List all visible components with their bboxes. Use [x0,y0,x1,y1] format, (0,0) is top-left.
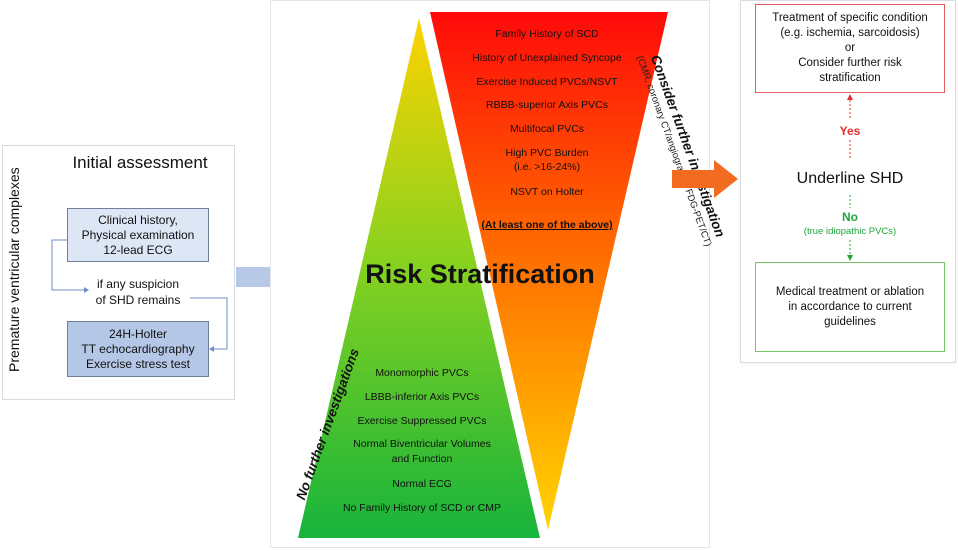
high-risk-item: High PVC Burden [505,147,589,159]
high-risk-item: History of Unexplained Syncope [472,52,622,64]
suspicion-text: if any suspicion of SHD remains [88,276,188,308]
low-risk-item: Normal ECG [392,478,452,490]
box2-line: TT echocardiography [81,341,195,356]
clinical-history-box: Clinical history, Physical examination 1… [67,208,209,262]
underline-shd-label: Underline SHD [796,170,904,187]
high-risk-item: (i.e. >16-24%) [513,161,581,173]
box1-line: 12-lead ECG [103,242,173,257]
box1-line: Clinical history, [98,212,178,227]
high-risk-footer: (At least one of the above) [481,219,613,231]
medical-treatment-box: Medical treatment or ablation in accorda… [755,262,945,352]
risk-stratification-title: Risk Stratification [365,259,595,289]
low-risk-item: Monomorphic PVCs [375,367,469,379]
high-risk-list: Family History of SCD History of Unexpla… [462,0,632,240]
holter-echo-box: 24H-Holter TT echocardiography Exercise … [67,321,209,377]
yes-label: Yes [839,124,861,138]
suspicion-line: of SHD remains [95,293,181,307]
high-risk-triangle [430,12,668,530]
treatment-line: (e.g. ischemia, sarcoidosis) [780,27,920,39]
medical-line: in accordance to current [788,300,912,313]
low-risk-item: and Function [391,453,453,465]
initial-assessment-title: Initial assessment [72,153,208,172]
low-risk-item: No Family History of SCD or CMP [342,502,502,514]
medical-line: Medical treatment or ablation [775,285,925,298]
high-risk-item: Exercise Induced PVCs/NSVT [476,76,618,88]
treatment-box: Treatment of specific condition (e.g. is… [755,4,945,93]
suspicion-line: if any suspicion [96,277,180,291]
medical-line: guidelines [824,315,876,328]
treatment-line: Treatment of specific condition [772,12,928,24]
high-risk-item: Family History of SCD [495,28,599,40]
box2-line: 24H-Holter [108,326,168,341]
low-risk-item: Normal Biventricular Volumes [353,438,491,450]
box1-line: Physical examination [81,227,195,242]
high-risk-item: NSVT on Holter [510,186,584,198]
high-risk-item: Multifocal PVCs [509,123,585,135]
high-risk-item: RBBB-superior Axis PVCs [486,99,608,111]
box2-line: Exercise stress test [85,356,191,371]
treatment-line: or [844,42,856,54]
low-risk-item: Exercise Suppressed PVCs [357,415,487,427]
true-idiopathic-label: (true idiopathic PVCs) [803,226,897,237]
orange-arrow [672,160,738,198]
low-risk-list: Monomorphic PVCs LBBB-inferior Axis PVCs… [327,360,517,530]
treatment-line: stratification [819,72,881,84]
low-risk-triangle [298,18,540,538]
treatment-line: Consider further risk [798,57,902,69]
low-risk-item: LBBB-inferior Axis PVCs [364,391,480,403]
no-label: No [842,210,858,224]
